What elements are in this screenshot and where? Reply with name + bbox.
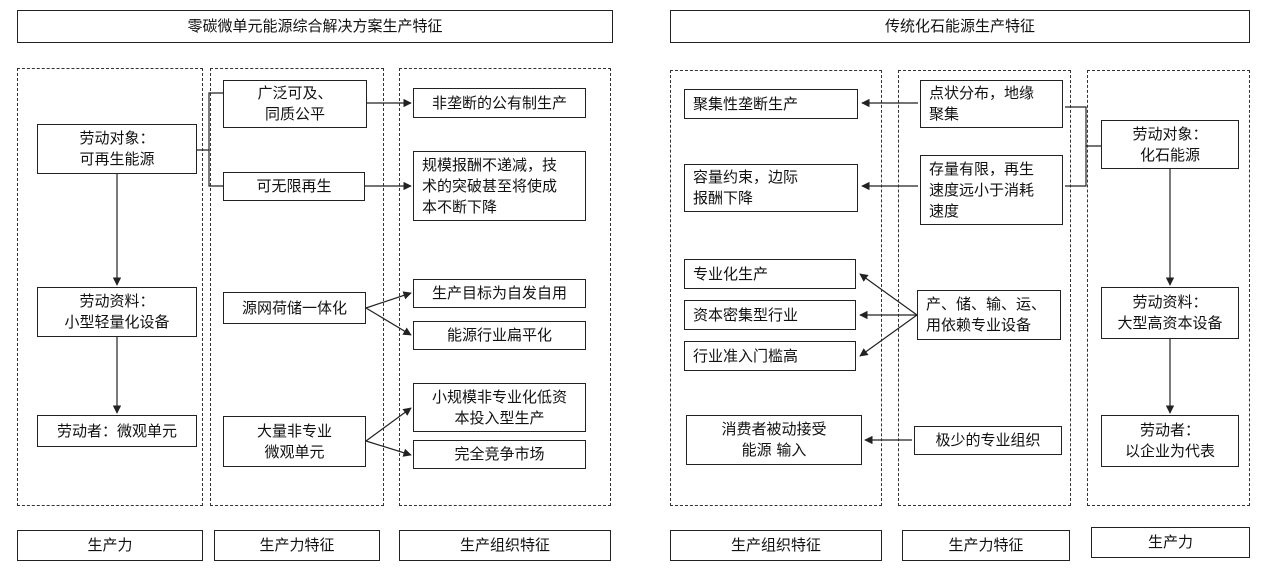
bracket-object-to-features [197, 92, 223, 151]
right-labor-object: 劳动对象： 化石能源 [1101, 120, 1239, 169]
right-features-region [898, 70, 1071, 506]
right-org-high-barrier: 行业准入门槛高 [684, 341, 856, 371]
left-labor-means: 劳动资料： 小型轻量化设备 [37, 287, 197, 337]
left-feature-accessible: 广泛可及、 同质公平 [223, 80, 367, 128]
right-org-passive-consumer: 消费者被动接受 能源 输入 [686, 415, 862, 465]
left-feature-microunits: 大量非专业 微观单元 [223, 416, 366, 467]
left-features-region [210, 68, 384, 506]
left-title: 零碳微单元能源综合解决方案生产特征 [17, 10, 613, 43]
left-org-self-use: 生产目标为自发自用 [413, 279, 586, 308]
left-footer-productivity: 生产力 [17, 530, 203, 561]
left-laborer: 劳动者：微观单元 [37, 415, 197, 447]
left-labor-object: 劳动对象： 可再生能源 [37, 124, 197, 174]
arrow-f3-o3 [365, 291, 412, 309]
arrow-r-f3-o3 [859, 273, 918, 316]
right-labor-means: 劳动资料： 大型高资本设备 [1101, 287, 1239, 339]
left-org-perfect-competition: 完全竞争市场 [413, 440, 586, 469]
arrow-f3-o4 [365, 307, 412, 336]
right-org-monopoly: 聚集性垄断生产 [684, 89, 858, 119]
left-organization-region [399, 68, 611, 506]
right-laborer: 劳动者： 以企业为代表 [1101, 415, 1239, 467]
left-footer-features: 生产力特征 [214, 530, 380, 561]
right-feature-few-organizations: 极少的专业组织 [914, 426, 1062, 455]
left-org-flat-industry: 能源行业扁平化 [413, 321, 586, 350]
right-feature-clustered: 点状分布，地缘 聚集 [920, 80, 1063, 128]
right-footer-features: 生产力特征 [902, 530, 1070, 561]
right-org-specialized: 专业化生产 [684, 259, 856, 289]
left-feature-integration: 源网荷储一体化 [223, 292, 366, 324]
arrow-f4-o5 [365, 407, 412, 442]
right-org-capital-intensive: 资本密集型行业 [684, 300, 856, 330]
right-feature-limited-stock: 存量有限，再生 速度远小于消耗 速度 [920, 155, 1063, 225]
right-organization-region [670, 70, 882, 506]
arrow-f4-o6 [365, 440, 412, 457]
right-footer-productivity: 生产力 [1091, 527, 1250, 558]
left-org-increasing-returns: 规模报酬不递减，技 术的突破甚至将使成 本不断下降 [413, 151, 586, 221]
left-org-small-scale: 小规模非专业化低资 本投入型生产 [413, 383, 586, 432]
right-feature-professional-equipment: 产、储、输、运、 用依赖专业设备 [917, 290, 1061, 340]
left-feature-renewable: 可无限再生 [223, 172, 365, 201]
bracket-r-object-to-features [1065, 106, 1101, 147]
right-productivity-region [1087, 70, 1250, 506]
left-footer-organization: 生产组织特征 [399, 530, 611, 561]
right-title: 传统化石能源生产特征 [670, 10, 1250, 43]
right-footer-organization: 生产组织特征 [670, 530, 882, 561]
right-org-capacity: 容量约束，边际 报酬下降 [684, 164, 858, 212]
left-productivity-region [17, 68, 203, 506]
arrow-r-f3-o5 [859, 314, 918, 357]
left-org-public-ownership: 非垄断的公有制生产 [413, 88, 586, 118]
